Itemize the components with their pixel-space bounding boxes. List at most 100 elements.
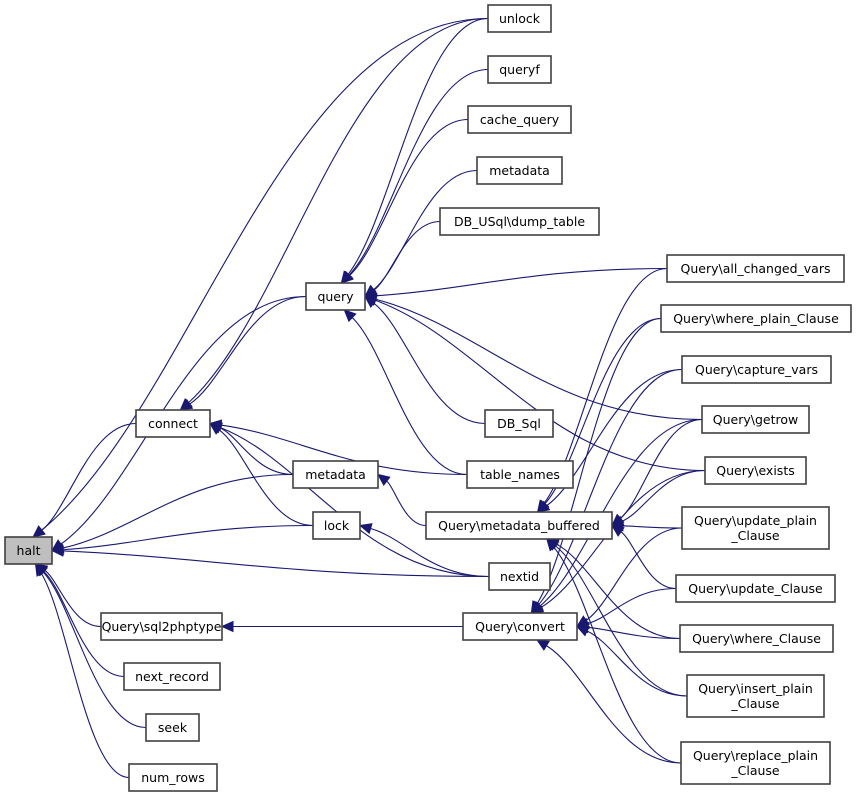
edge-table_names-to-query xyxy=(343,309,468,476)
node-convert[interactable]: Query\convert xyxy=(462,612,578,641)
node-label: queryf xyxy=(499,62,540,77)
node-sql2phptype[interactable]: Query\sql2phptype xyxy=(100,612,223,641)
node-metadata-mid[interactable]: metadata xyxy=(292,460,379,489)
node-label: query xyxy=(317,289,354,304)
node-label: lock xyxy=(324,518,350,533)
node-lock[interactable]: lock xyxy=(312,511,361,540)
node-metadata-top[interactable]: metadata xyxy=(476,156,563,185)
node-label: Query\replace_plain xyxy=(693,748,818,763)
node-dump-table[interactable]: DB_USql\dump_table xyxy=(439,207,600,236)
edge-line xyxy=(42,571,147,729)
node-box xyxy=(305,282,366,311)
node-label: metadata xyxy=(305,467,366,482)
edge-line xyxy=(44,569,102,628)
node-insert-plain-clause[interactable]: Query\insert_plain_Clause xyxy=(686,674,825,718)
edge-line xyxy=(348,68,489,276)
edge-update_clause-to-metadata_buffered xyxy=(611,524,677,590)
node-box xyxy=(686,674,825,718)
arrowhead-icon xyxy=(50,545,64,557)
node-label: metadata xyxy=(489,163,550,178)
edge-replace_plain_clause-to-convert xyxy=(536,639,682,764)
node-num-rows[interactable]: num_rows xyxy=(128,763,218,792)
node-update-plain-clause[interactable]: Query\update_plain_Clause xyxy=(681,506,830,550)
edge-line xyxy=(585,527,683,621)
node-label: DB_Sql xyxy=(497,416,541,431)
edge-nextid-to-halt xyxy=(50,545,490,578)
node-queryf[interactable]: queryf xyxy=(487,55,552,84)
node-update-clause[interactable]: Query\update_Clause xyxy=(675,574,836,603)
arrowhead-icon xyxy=(34,562,47,577)
edge-line xyxy=(189,295,307,405)
edges-layer xyxy=(32,17,706,779)
edge-line xyxy=(546,368,683,507)
node-seek[interactable]: seek xyxy=(145,713,200,742)
node-box xyxy=(681,355,832,384)
edge-line xyxy=(218,429,314,527)
arrowhead-icon xyxy=(340,270,354,284)
arrowhead-icon xyxy=(546,538,559,552)
edge-replace_plain_clause-to-metadata_buffered xyxy=(546,538,682,764)
edge-metadata_buffered-to-metadata_mid xyxy=(377,473,427,527)
node-where-plain-clause[interactable]: Query\where_plain_Clause xyxy=(660,304,852,333)
edge-line xyxy=(41,17,489,531)
arrowhead-icon xyxy=(179,398,194,411)
node-box xyxy=(704,456,807,485)
edge-insert_plain_clause-to-convert xyxy=(575,625,688,697)
node-getrow[interactable]: Query\getrow xyxy=(701,405,810,434)
node-query[interactable]: query xyxy=(305,282,366,311)
edge-line xyxy=(556,543,681,640)
edge-line xyxy=(375,298,703,421)
node-metadata-buffered[interactable]: Query\metadata_buffered xyxy=(425,511,613,540)
node-all-changed-vars[interactable]: Query\all_changed_vars xyxy=(666,254,845,283)
arrowhead-icon xyxy=(358,523,373,535)
node-capture-vars[interactable]: Query\capture_vars xyxy=(681,355,832,384)
edge-line xyxy=(386,480,427,527)
node-nextid[interactable]: nextid xyxy=(488,562,551,591)
node-label: halt xyxy=(17,543,41,558)
edge-num_rows-to-halt xyxy=(34,562,130,779)
edge-line xyxy=(540,469,706,608)
edge-line xyxy=(40,573,130,779)
node-unlock[interactable]: unlock xyxy=(487,4,552,33)
node-exists[interactable]: Query\exists xyxy=(704,456,807,485)
edge-cache_query-to-query xyxy=(340,118,469,284)
node-label: Query\where_plain_Clause xyxy=(673,311,839,326)
node-box xyxy=(666,254,845,283)
node-box xyxy=(681,506,830,550)
node-box xyxy=(462,612,578,641)
arrowhead-icon xyxy=(32,525,46,538)
edge-query-to-connect xyxy=(179,295,307,411)
edge-queryf-to-query xyxy=(340,68,489,284)
node-box xyxy=(128,763,218,792)
node-halt[interactable]: halt xyxy=(4,536,53,565)
edge-unlock-to-halt xyxy=(32,17,489,538)
node-box xyxy=(123,662,221,691)
node-box xyxy=(145,713,200,742)
edge-line xyxy=(43,570,125,678)
edge-line xyxy=(536,317,662,604)
edge-line xyxy=(546,645,682,764)
node-label: nextid xyxy=(500,569,539,584)
node-table-names[interactable]: table_names xyxy=(466,460,574,489)
node-db-sql[interactable]: DB_Sql xyxy=(484,409,554,438)
node-where-clause[interactable]: Query\where_Clause xyxy=(679,624,834,653)
node-label: Query\capture_vars xyxy=(695,362,818,377)
node-next-record[interactable]: next_record xyxy=(123,662,221,691)
arrowhead-icon xyxy=(611,524,625,537)
edge-where_clause-to-convert xyxy=(575,621,681,640)
node-box xyxy=(135,409,211,438)
edge-getrow-to-query xyxy=(363,293,703,421)
edge-line xyxy=(349,118,469,276)
edge-line xyxy=(375,299,706,472)
node-label: Query\update_Clause xyxy=(688,581,823,596)
arrowhead-icon xyxy=(208,419,223,431)
node-label: Query\update_plain xyxy=(694,513,817,528)
node-box xyxy=(439,207,600,236)
node-cache-query[interactable]: cache_query xyxy=(467,105,572,134)
node-connect[interactable]: connect xyxy=(135,409,211,438)
arrowhead-icon xyxy=(575,625,590,637)
node-replace-plain-clause[interactable]: Query\replace_plain_Clause xyxy=(680,741,831,785)
node-box xyxy=(487,55,552,84)
edge-line xyxy=(347,17,489,275)
